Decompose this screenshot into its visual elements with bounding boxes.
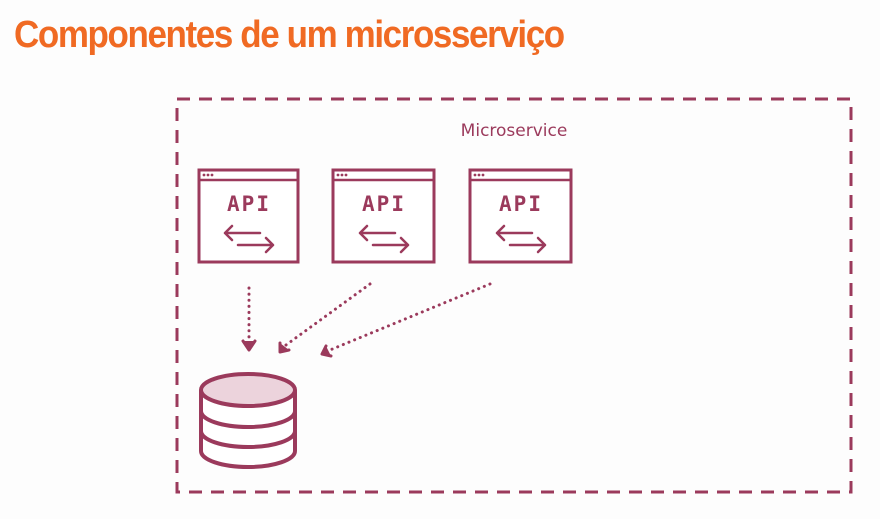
api-window-frame — [331, 168, 436, 264]
dotted-arrow — [320, 282, 492, 358]
api-card: API — [197, 168, 300, 264]
window-dots-icon — [202, 173, 214, 177]
slide-title: Componentes de um microsserviço — [14, 14, 565, 56]
bidirectional-arrows-icon — [358, 224, 410, 254]
api-card: API — [468, 168, 573, 264]
bidirectional-arrows-icon — [495, 224, 547, 254]
api-window-frame — [468, 168, 573, 264]
window-dots-icon — [473, 173, 485, 177]
window-dots-icon — [336, 173, 348, 177]
api-label: API — [362, 192, 406, 216]
api-card: API — [331, 168, 436, 264]
microservice-boundary — [175, 97, 853, 494]
dotted-arrow — [278, 282, 372, 354]
dotted-arrow — [241, 286, 257, 352]
api-label: API — [227, 192, 271, 216]
data-access-arrows — [241, 282, 492, 358]
api-window-frame — [197, 168, 300, 264]
api-label: API — [499, 192, 543, 216]
bidirectional-arrows-icon — [223, 224, 275, 254]
microservice-label: Microservice — [461, 121, 568, 141]
database-icon — [199, 372, 297, 469]
